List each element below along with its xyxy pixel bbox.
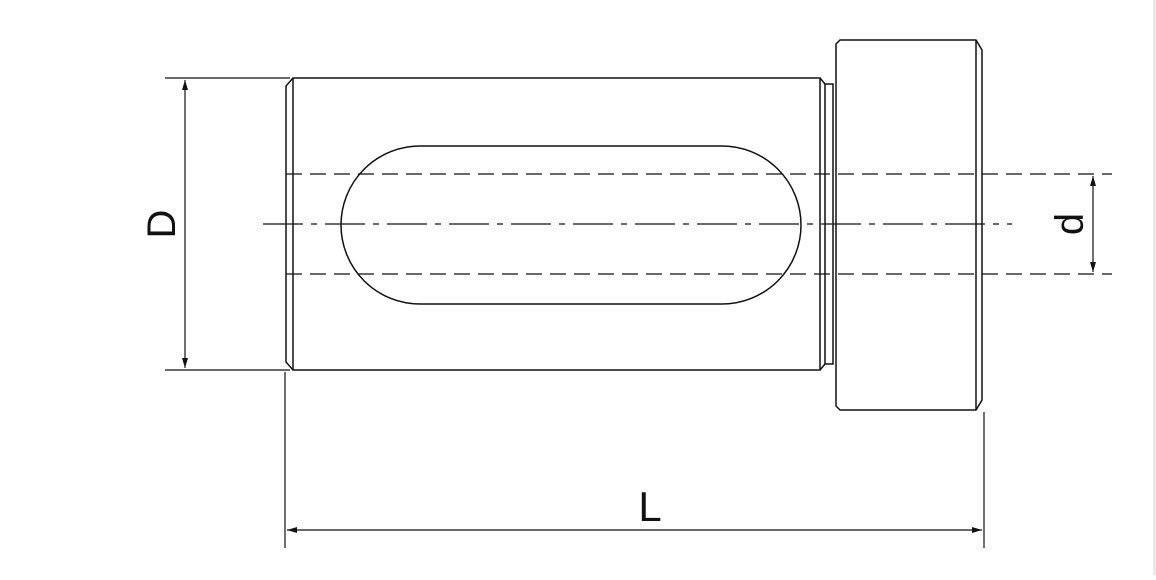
flange-outline: [835, 39, 983, 411]
label-D: D: [140, 210, 184, 239]
slot-outline: [340, 145, 802, 305]
label-d: d: [1048, 213, 1092, 235]
page-edge: [1153, 0, 1156, 575]
body-outline: [285, 77, 821, 371]
label-L: L: [638, 483, 661, 530]
